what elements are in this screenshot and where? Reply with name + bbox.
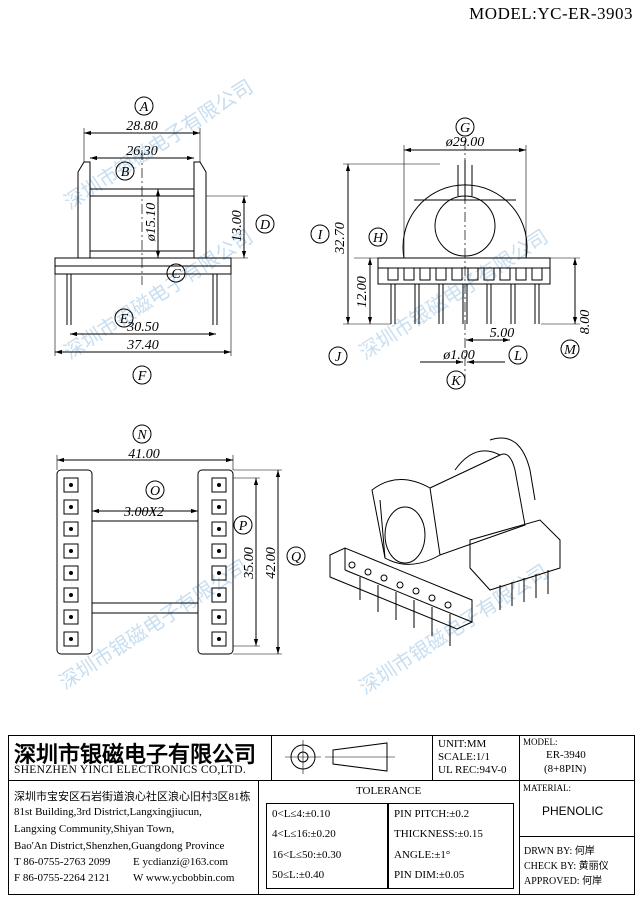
model-pins: (8+8PIN)	[544, 763, 587, 775]
balloon-G: G	[460, 121, 470, 136]
ul-rec-text: UL REC:94V-0	[438, 764, 507, 776]
front-view	[54, 96, 275, 385]
isometric-view	[329, 437, 561, 646]
dim-P-value: 35.00	[242, 547, 257, 580]
balloon-E: E	[119, 312, 129, 327]
scale-text: SCALE:1/1	[438, 751, 490, 763]
web-text: W www.ycbobbin.com	[133, 872, 235, 884]
dim-N-value: 41.00	[128, 447, 160, 462]
watermarks: 深圳市银磁电子有限公司 深圳市银磁电子有限公司 深圳市银磁电子有限公司 深圳市银…	[55, 75, 552, 699]
dim-I-value: 32.70	[333, 222, 348, 255]
balloon-O: O	[150, 484, 160, 499]
balloon-M: M	[563, 343, 577, 358]
dim-D-value: 13.00	[230, 210, 245, 242]
bottom-view	[56, 424, 306, 655]
balloon-B: B	[121, 165, 130, 180]
email-text: E ycdianzi@163.com	[133, 856, 229, 868]
material-value: PHENOLIC	[542, 804, 604, 818]
tolerance-row: 4<L≤16:±0.20	[272, 828, 336, 840]
address-cn: 深圳市宝安区石岩街道浪心社区浪心旧村3区81栋	[14, 791, 251, 803]
dim-F-value: 37.40	[126, 338, 159, 353]
dim-K-value: ø1.00	[442, 348, 475, 363]
address-en-line1: 81st Building,3rd District,Langxingjiucu…	[14, 806, 202, 818]
balloon-I: I	[317, 228, 324, 243]
tolerance-table	[266, 803, 388, 889]
dim-G-value: ø29.00	[445, 135, 485, 150]
unit-text: UNIT:MM	[438, 738, 487, 750]
balloon-Q: Q	[291, 550, 301, 565]
spec-table	[388, 803, 514, 889]
projection-symbol	[285, 740, 395, 774]
tolerance-row: 0<L≤4:±0.10	[272, 808, 331, 820]
spec-row: PIN PITCH:±0.2	[394, 808, 470, 820]
tel-text: T 86-0755-2763 2099	[14, 856, 111, 868]
spec-row: ANGLE:±1°	[394, 849, 451, 861]
side-view-text: G H I J K L M ø29.00 5.00 ø1.00 32.70 12…	[317, 121, 593, 389]
tolerance-row: 50≤L:±0.40	[272, 869, 325, 881]
bottom-view-text: N O P Q 41.00 3.00X2 35.00 42.00	[123, 428, 301, 580]
dim-M-value: 8.00	[578, 310, 593, 335]
balloon-C: C	[171, 267, 181, 282]
balloon-A: A	[139, 100, 149, 115]
dim-core-dia-value: ø15.10	[144, 203, 159, 243]
symbol-cell	[271, 735, 433, 781]
model-value: ER-3940	[546, 749, 586, 761]
dim-Q-value: 42.00	[264, 547, 279, 579]
company-name-cn: 深圳市银磁电子有限公司	[14, 743, 257, 768]
spec-row: PIN DIM:±0.05	[394, 869, 465, 881]
material-label: MATERIAL:	[523, 783, 571, 793]
approved-by: APPROVED: 何岸	[524, 876, 603, 887]
company-name-en: SHENZHEN YINCI ELECTRONICS CO,LTD.	[14, 764, 246, 776]
watermark-text: 深圳市银磁电子有限公司	[55, 555, 252, 694]
dim-H-value: 12.00	[355, 276, 370, 308]
tolerance-title: TOLERANCE	[356, 785, 422, 797]
spec-row: THICKNESS:±0.15	[394, 828, 483, 840]
tolerance-row: 16<L≤50:±0.30	[272, 849, 342, 861]
dim-O-value: 3.00X2	[123, 505, 164, 520]
balloon-D: D	[259, 218, 270, 233]
balloon-F: F	[137, 369, 147, 384]
front-view-text: A B C D E F 28.80 26.30 30.50 37.40 ø15.…	[119, 100, 270, 384]
balloon-L: L	[513, 349, 522, 364]
drawing-model-number: MODEL:YC-ER-3903	[469, 4, 633, 23]
model-label: MODEL:	[523, 737, 558, 747]
dim-A-value: 28.80	[126, 119, 158, 134]
balloon-N: N	[136, 428, 147, 443]
drawn-by: DRWN BY: 何岸	[524, 846, 595, 857]
dim-L-value: 5.00	[490, 326, 515, 341]
fax-text: F 86-0755-2264 2121	[14, 872, 110, 884]
watermark-text: 深圳市银磁电子有限公司	[355, 225, 552, 364]
dim-E-value: 30.50	[126, 320, 159, 335]
address-en-line3: Bao'An District,Shenzhen,Guangdong Provi…	[14, 840, 225, 852]
balloon-K: K	[450, 374, 461, 389]
signature-cell	[519, 836, 635, 895]
dim-B-value: 26.30	[126, 144, 158, 159]
address-en-line2: Langxing Community,Shiyan Town,	[14, 823, 175, 835]
side-view	[310, 117, 580, 390]
balloon-J: J	[335, 350, 342, 365]
balloon-H: H	[372, 231, 384, 246]
balloon-P: P	[238, 519, 248, 534]
check-by: CHECK BY: 黄丽仪	[524, 861, 609, 872]
